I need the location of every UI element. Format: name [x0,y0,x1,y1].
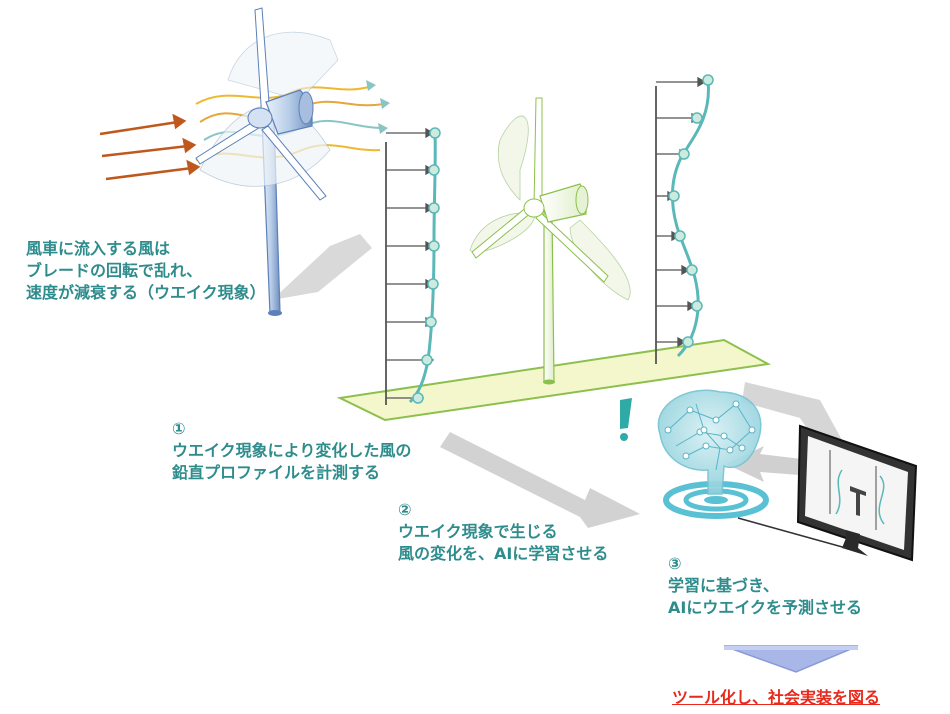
caption-line: 速度が減衰する（ウエイク現象） [26,283,266,302]
step1-caption: ① ウエイク現象により変化した風の 鉛直プロファイルを計測する [172,418,411,484]
step2-caption: ② ウエイク現象で生じる 風の変化を、AIに学習させる [398,499,608,565]
caption-line: 鉛直プロファイルを計測する [172,463,381,482]
conclusion-text: ツール化し、社会実装を図る [672,688,881,707]
caption-line: ウエイク現象で生じる [398,522,558,541]
turbine-shadow [272,234,372,300]
inflow-wind-arrows [99,113,201,181]
down-arrow [723,645,859,673]
caption-line: 風車に流入する風は [26,239,171,258]
wind-turbine-icon [195,7,339,316]
step-number: ① [172,419,186,438]
caption-line: 風の変化を、AIに学習させる [398,544,609,563]
vertical-wind-profile [655,74,714,364]
step-number: ② [398,500,412,519]
wake-intro-caption: 風車に流入する風は ブレードの回転で乱れ、 速度が減衰する（ウエイク現象） [26,238,266,304]
monitor-icon [737,424,918,562]
wind-turbine-icon [469,97,631,385]
caption-line: AIにウエイクを予測させる [668,598,863,617]
caption-line: ブレードの回転で乱れ、 [26,261,203,280]
caption-line: ウエイク現象により変化した風の [172,441,412,460]
caption-line: 学習に基づき、 [668,576,779,595]
step3-caption: ③ 学習に基づき、 AIにウエイクを予測させる [668,553,862,619]
ai-brain-icon [657,389,769,519]
step-number: ③ [668,554,682,573]
vertical-wind-profile [385,127,441,405]
exclamation-icon [620,398,632,441]
